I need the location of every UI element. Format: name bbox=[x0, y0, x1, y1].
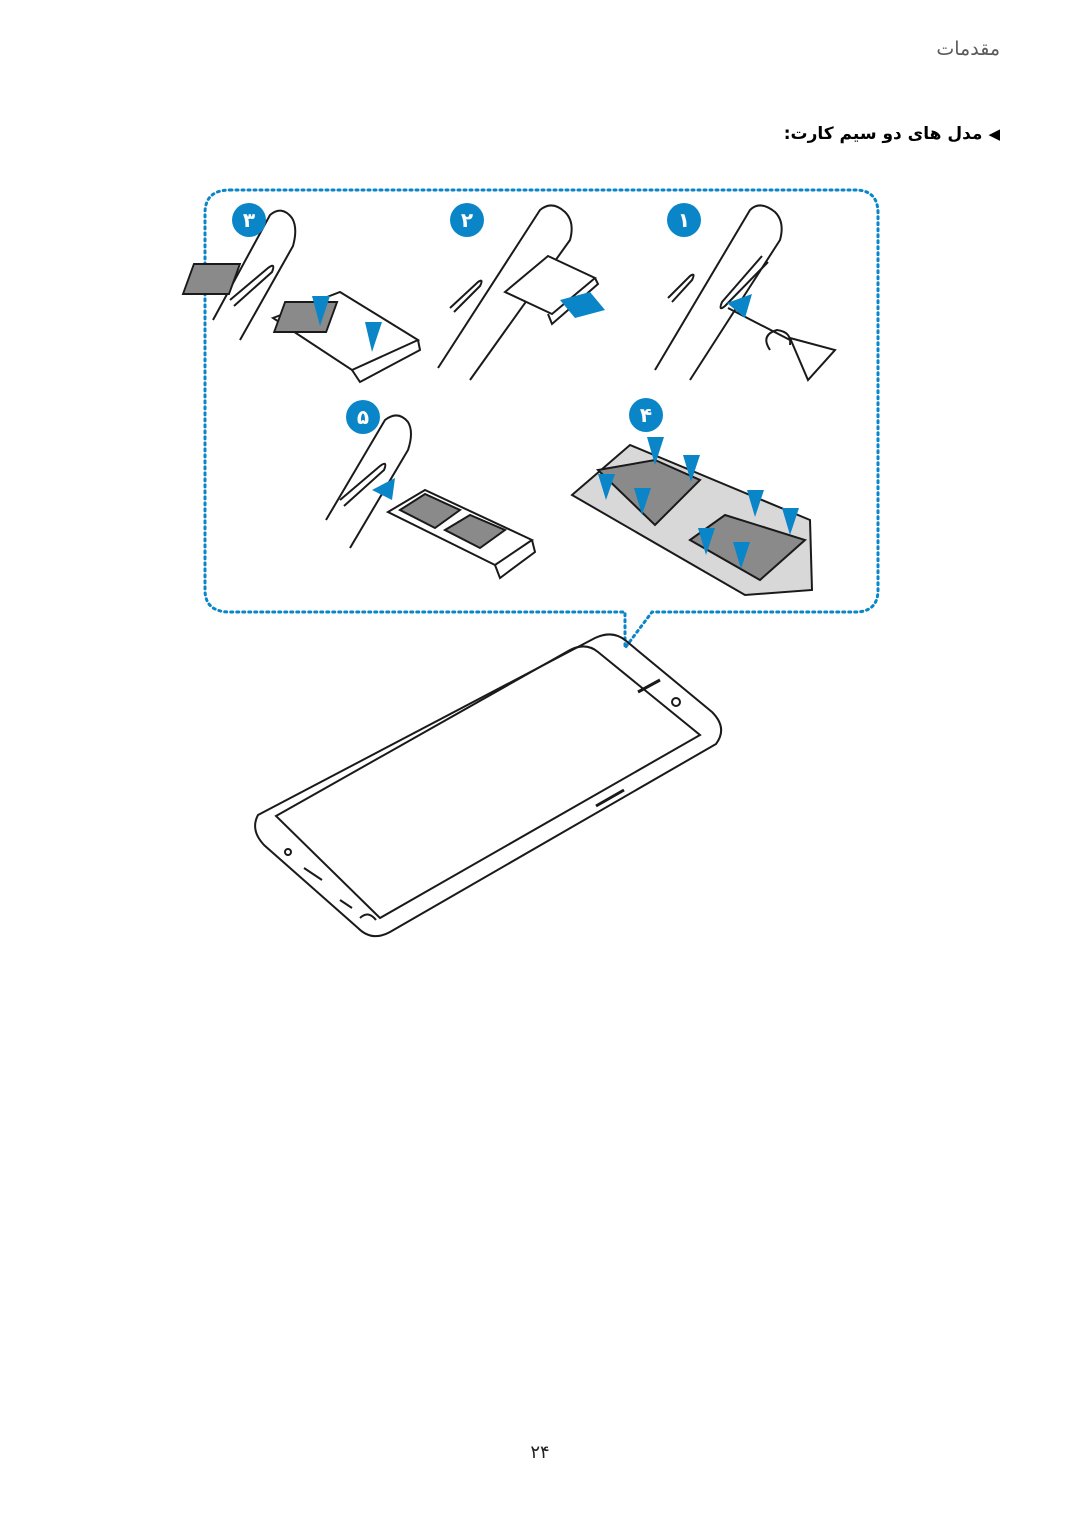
page-header-title: مقدمات bbox=[936, 38, 1000, 60]
step-badge-4: ۴ bbox=[629, 398, 663, 432]
step-1-illustration bbox=[654, 204, 837, 382]
section-heading: ◀ مدل های دو سیم کارت: bbox=[784, 124, 1000, 144]
step-badge-3: ۳ bbox=[232, 203, 266, 237]
triangle-left-icon: ◀ bbox=[988, 125, 1000, 143]
step-badge-2: ۲ bbox=[450, 203, 484, 237]
step-3-illustration bbox=[181, 209, 422, 384]
callout-bubble bbox=[203, 188, 880, 653]
step-5-illustration bbox=[325, 414, 537, 580]
step-2-illustration bbox=[437, 204, 605, 381]
step-4-illustration bbox=[570, 437, 814, 597]
page-number: ۲۴ bbox=[530, 1442, 550, 1463]
section-heading-text: مدل های دو سیم کارت: bbox=[783, 124, 983, 144]
step-badge-1: ۱ bbox=[667, 203, 701, 237]
sim-tray-illustration bbox=[181, 188, 880, 938]
phone-illustration bbox=[254, 633, 723, 938]
step-badge-5: ۵ bbox=[346, 400, 380, 434]
